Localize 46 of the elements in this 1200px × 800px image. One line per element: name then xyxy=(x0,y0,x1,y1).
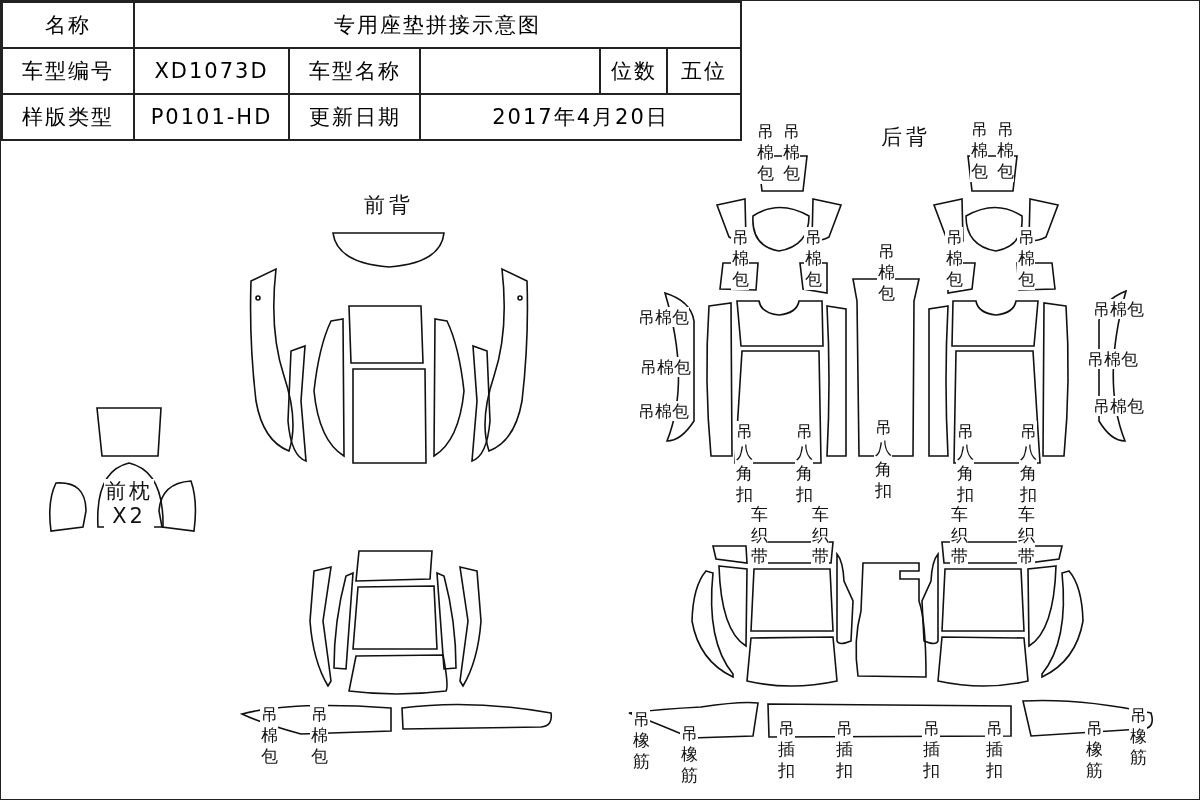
part-label: 吊八角扣 xyxy=(795,421,813,505)
table-cell: 名称 xyxy=(2,2,134,48)
part-label: 吊插扣 xyxy=(985,718,1003,781)
part-label: 吊棉包 xyxy=(1092,396,1144,417)
part-label: 车织带 xyxy=(950,504,968,567)
part-label: 吊棉包 xyxy=(970,119,988,182)
part-label: 吊棉包 xyxy=(877,241,895,304)
part-label: 吊棉包 xyxy=(1017,227,1035,290)
part-label: 吊八角扣 xyxy=(1019,421,1037,505)
part-label: 吊棉包 xyxy=(804,227,822,290)
table-cell: 车型名称 xyxy=(289,48,420,94)
part-label: 前枕 X2 xyxy=(104,479,154,530)
part-label: 吊棉包 xyxy=(310,704,328,767)
part-label: 吊橡筋 xyxy=(1085,718,1103,781)
part-label: 吊橡筋 xyxy=(632,709,650,772)
part-label: 吊八角扣 xyxy=(735,421,753,505)
part-label: 车织带 xyxy=(811,504,829,567)
part-label: 吊棉包 xyxy=(731,227,749,290)
table-cell: 车型编号 xyxy=(2,48,134,94)
part-label: 吊棉包 xyxy=(756,121,774,184)
part-label: 吊棉包 xyxy=(637,307,689,328)
part-label: 吊橡筋 xyxy=(1129,705,1147,768)
part-label: 吊棉包 xyxy=(782,121,800,184)
part-label: 车织带 xyxy=(750,504,768,567)
part-label: 吊橡筋 xyxy=(680,723,698,786)
part-label: 吊插扣 xyxy=(922,718,940,781)
table-cell: 专用座垫拼接示意图 xyxy=(134,2,741,48)
table-cell: 样版类型 xyxy=(2,94,134,140)
part-label: 吊八角扣 xyxy=(956,421,974,505)
part-label: 吊棉包 xyxy=(637,401,689,422)
part-label: 吊棉包 xyxy=(996,119,1014,182)
part-label: 吊棉包 xyxy=(1086,349,1138,370)
part-label: 吊棉包 xyxy=(945,227,963,290)
part-label: 吊插扣 xyxy=(835,718,853,781)
table-cell: P0101-HD xyxy=(134,94,289,140)
table-cell: 2017年4月20日 xyxy=(420,94,741,140)
part-label: 吊插扣 xyxy=(777,718,795,781)
table-cell: 更新日期 xyxy=(289,94,420,140)
part-label: 吊棉包 xyxy=(639,357,691,378)
table-cell: XD1073D xyxy=(134,48,289,94)
part-label: 吊八角扣 xyxy=(874,417,892,501)
table-cell: 位数 xyxy=(600,48,667,94)
part-label: 车织带 xyxy=(1017,504,1035,567)
part-label: 吊棉包 xyxy=(260,704,278,767)
table-cell: 五位 xyxy=(667,48,741,94)
part-label: 吊棉包 xyxy=(1092,299,1144,320)
